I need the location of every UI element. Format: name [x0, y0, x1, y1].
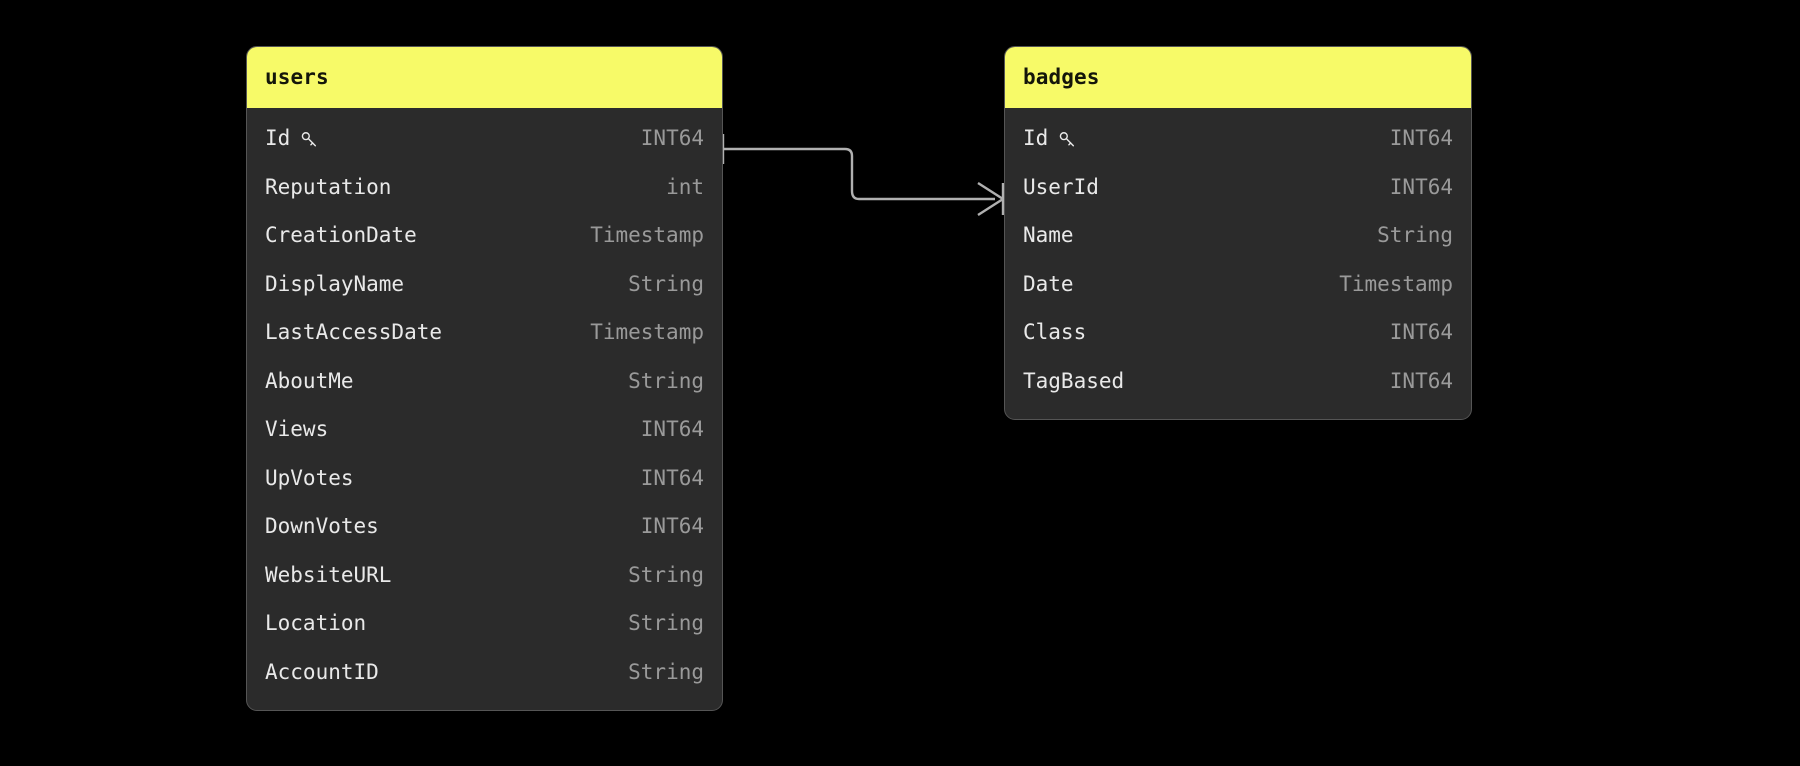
field-row-creationdate[interactable]: CreationDate Timestamp — [247, 211, 722, 260]
field-type: INT64 — [640, 514, 704, 539]
entity-title-users: users — [247, 47, 722, 108]
cardinality-many-marker — [977, 181, 1005, 217]
field-name-downvotes: DownVotes — [265, 514, 379, 538]
field-name-accountid: AccountID — [265, 660, 379, 684]
field-row-views[interactable]: Views INT64 — [247, 405, 722, 454]
field-type: INT64 — [640, 465, 704, 490]
field-label: Date — [1023, 271, 1074, 296]
field-name-name: Name — [1023, 223, 1074, 247]
field-label: Class — [1023, 320, 1087, 345]
field-label: DisplayName — [265, 271, 405, 296]
entity-fields-users: Id INT64 Reputation int — [247, 108, 722, 710]
field-label: AboutMe — [265, 368, 354, 393]
field-name-upvotes: UpVotes — [265, 466, 354, 490]
field-label: UserId — [1023, 174, 1099, 199]
field-name-date: Date — [1023, 272, 1074, 296]
field-name-location: Location — [265, 611, 366, 635]
field-name-websiteurl: WebsiteURL — [265, 563, 391, 587]
entity-fields-badges: Id INT64 UserId INT64 — [1005, 108, 1471, 419]
field-row-reputation[interactable]: Reputation int — [247, 163, 722, 212]
field-type: String — [628, 659, 704, 684]
field-row-upvotes[interactable]: UpVotes INT64 — [247, 454, 722, 503]
field-row-name[interactable]: Name String — [1005, 211, 1471, 260]
field-type: INT64 — [1389, 174, 1453, 199]
field-row-displayname[interactable]: DisplayName String — [247, 260, 722, 309]
relationship-line-users-badges — [723, 147, 995, 201]
entity-table-badges[interactable]: badges Id INT64 UserId — [1004, 46, 1472, 420]
field-type: Timestamp — [1339, 271, 1453, 296]
field-name-displayname: DisplayName — [265, 272, 404, 296]
field-name-lastaccessdate: LastAccessDate — [265, 320, 442, 344]
field-row-lastaccessdate[interactable]: LastAccessDate Timestamp — [247, 308, 722, 357]
field-type: INT64 — [1389, 126, 1453, 151]
field-label: TagBased — [1023, 368, 1125, 393]
field-type: int — [666, 174, 704, 199]
field-row-userid[interactable]: UserId INT64 — [1005, 163, 1471, 212]
field-row-id[interactable]: Id INT64 — [247, 114, 722, 163]
field-label: DownVotes — [265, 514, 379, 539]
field-label: Id — [265, 126, 291, 151]
field-label: WebsiteURL — [265, 562, 392, 587]
field-name-aboutme: AboutMe — [265, 369, 354, 393]
field-type: String — [628, 562, 704, 587]
field-row-downvotes[interactable]: DownVotes INT64 — [247, 502, 722, 551]
field-row-accountid[interactable]: AccountID String — [247, 648, 722, 697]
field-label: Views — [265, 417, 329, 442]
entity-table-users[interactable]: users Id INT64 Reputatio — [246, 46, 723, 711]
field-type: INT64 — [1389, 320, 1453, 345]
field-row-aboutme[interactable]: AboutMe String — [247, 357, 722, 406]
field-row-class[interactable]: Class INT64 — [1005, 308, 1471, 357]
field-row-id[interactable]: Id INT64 — [1005, 114, 1471, 163]
field-name-id: Id — [1023, 126, 1077, 150]
key-icon — [299, 129, 319, 149]
field-row-date[interactable]: Date Timestamp — [1005, 260, 1471, 309]
field-name-userid: UserId — [1023, 175, 1099, 199]
field-label: AccountID — [265, 659, 379, 684]
field-row-location[interactable]: Location String — [247, 599, 722, 648]
field-row-websiteurl[interactable]: WebsiteURL String — [247, 551, 722, 600]
field-name-id: Id — [265, 126, 319, 150]
field-label: LastAccessDate — [265, 320, 443, 345]
field-label: UpVotes — [265, 465, 354, 490]
field-label: CreationDate — [265, 223, 417, 248]
field-type: INT64 — [1389, 368, 1453, 393]
field-type: INT64 — [640, 126, 704, 151]
field-label: Reputation — [265, 174, 392, 199]
field-name-views: Views — [265, 417, 328, 441]
field-name-class: Class — [1023, 320, 1086, 344]
key-icon — [1057, 129, 1077, 149]
field-row-tagbased[interactable]: TagBased INT64 — [1005, 357, 1471, 406]
field-name-reputation: Reputation — [265, 175, 391, 199]
field-type: INT64 — [640, 417, 704, 442]
entity-title-badges: badges — [1005, 47, 1471, 108]
field-type: Timestamp — [590, 320, 704, 345]
field-name-creationdate: CreationDate — [265, 223, 417, 247]
field-type: String — [628, 368, 704, 393]
field-label: Location — [265, 611, 367, 636]
field-name-tagbased: TagBased — [1023, 369, 1124, 393]
field-label: Name — [1023, 223, 1074, 248]
field-type: String — [628, 611, 704, 636]
field-label: Id — [1023, 126, 1049, 151]
field-type: Timestamp — [590, 223, 704, 248]
field-type: String — [628, 271, 704, 296]
field-type: String — [1377, 223, 1453, 248]
